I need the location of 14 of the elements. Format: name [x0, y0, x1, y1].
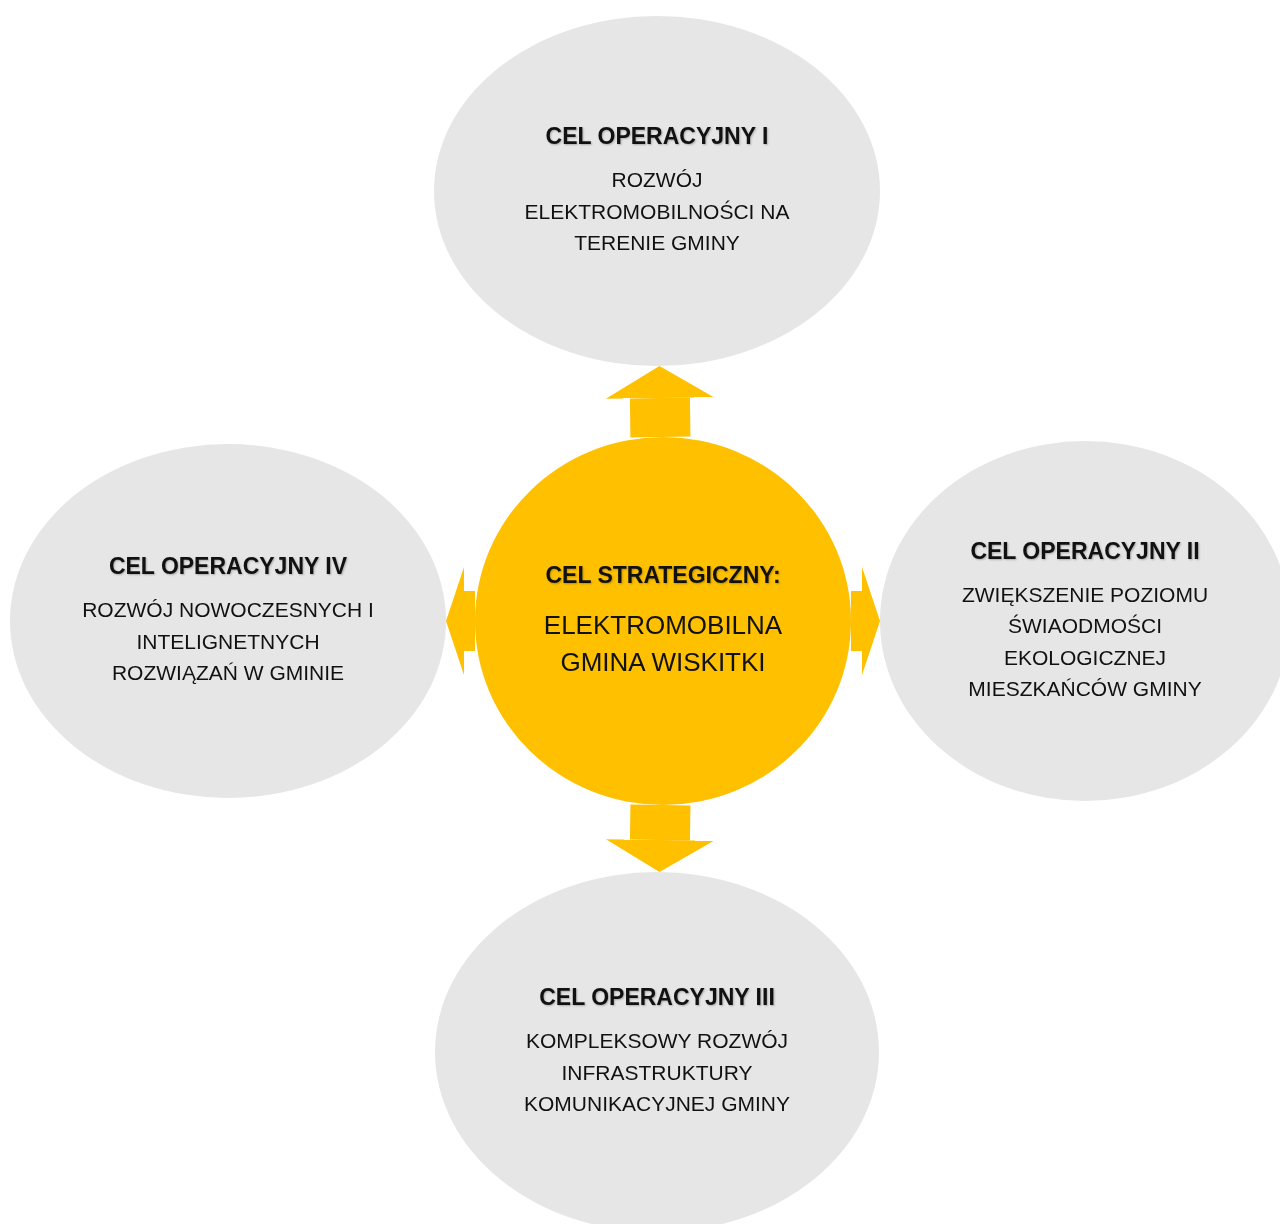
- goal-description: ROZWÓJ ELEKTROMOBILNOŚCI NA TERENIE GMINY: [523, 167, 791, 257]
- goal-title: CEL OPERACYJNY III: [538, 984, 776, 1012]
- goal-title: CEL OPERACYJNY IV: [107, 553, 349, 581]
- goal-description: KOMPLEKSOWY ROZWÓJ INFRASTRUKTURY KOMUNIKACYJNEJ GMINY: [523, 1028, 791, 1118]
- goal-title: CEL STRATEGICZNY:: [544, 562, 782, 590]
- goal-description: ROZWÓJ NOWOCZESNYCH I INTELIGNETNYCH ROZWIĄZAŃ W GMINIE: [81, 597, 375, 687]
- goal-description: ELEKTROMOBILNA GMINA WISKITKI: [542, 609, 784, 679]
- block-arrow: [605, 365, 714, 438]
- goal-description: ZWIĘKSZENIE POZIOMU ŚWIAODMOŚCI EKOLOGICZNEJ MIESZKAŃCÓW GMINY: [960, 581, 1210, 702]
- goal-title: CEL OPERACYJNY I: [544, 123, 770, 151]
- block-arrow: [446, 567, 475, 675]
- block-arrow: [605, 804, 714, 873]
- block-arrow: [851, 567, 880, 675]
- goal-title: CEL OPERACYJNY II: [969, 537, 1201, 565]
